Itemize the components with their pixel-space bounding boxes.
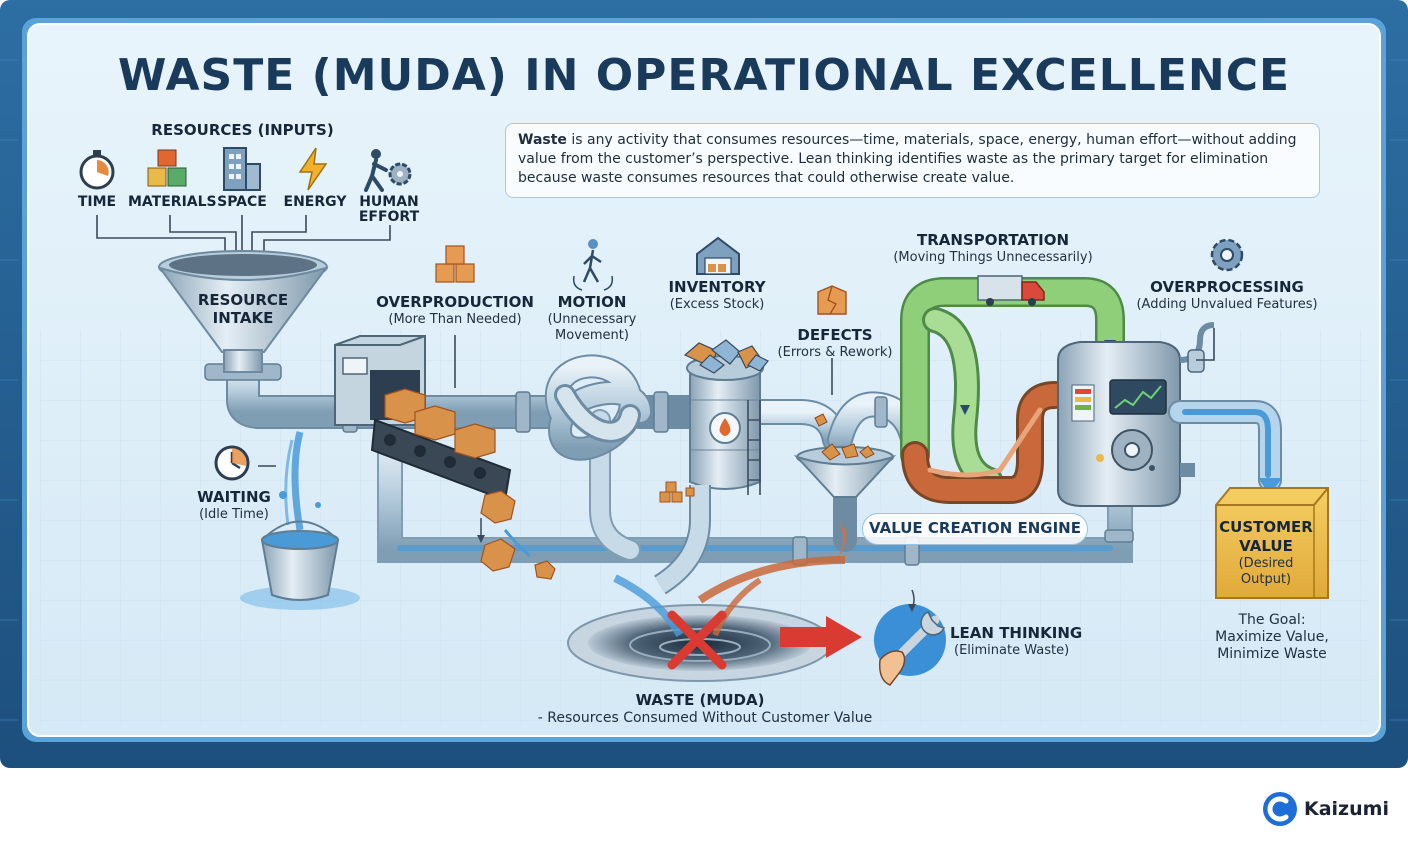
resource-label-energy: ENERGY — [283, 194, 347, 210]
brand-name: Kaizumi — [1304, 798, 1389, 820]
goal-line3: Minimize Waste — [1217, 646, 1327, 662]
waste-definition: Waste is any activity that consumes reso… — [505, 123, 1320, 198]
stopwatch-icon — [79, 150, 115, 190]
wrench-hand-icon — [874, 589, 946, 686]
defects-funnel — [697, 413, 920, 604]
waste-transportation-desc: (Moving Things Unnecessarily) — [893, 250, 1093, 265]
waste-overproduction-name: OVERPRODUCTION — [376, 293, 534, 311]
resources-heading: RESOURCES (INPUTS) — [151, 121, 334, 139]
resource-label-effort: EFFORT — [358, 209, 420, 225]
goal-line1: The Goal: — [1238, 612, 1306, 628]
building-icon — [223, 147, 261, 191]
customer-value-line1: CUSTOMER — [1219, 518, 1313, 536]
tangled-pipe-knot — [545, 354, 652, 461]
lean-thinking-desc: (Eliminate Waste) — [954, 643, 1070, 658]
clock-icon — [214, 445, 276, 481]
waste-inventory-name: INVENTORY — [668, 278, 766, 296]
waste-overprocessing-name: OVERPROCESSING — [1150, 278, 1304, 296]
waste-inventory-desc: (Excess Stock) — [669, 297, 765, 312]
spilling-bucket — [240, 431, 360, 610]
page-title: WASTE (MUDA) IN OPERATIONAL EXCELLENCE — [117, 50, 1291, 101]
value-creation-engine — [1057, 322, 1215, 507]
customer-value-line3: (Desired — [1238, 556, 1294, 571]
waste-transportation-name: TRANSPORTATION — [917, 231, 1069, 249]
waste-overprocessing-desc: (Adding Unvalued Features) — [1136, 297, 1318, 312]
customer-value-line4: Output) — [1240, 572, 1292, 587]
truck-icon — [977, 275, 1045, 306]
inventory-tank — [653, 339, 769, 595]
definition-term: Waste — [518, 132, 567, 148]
waste-overproduction-desc: (More Than Needed) — [388, 312, 522, 327]
waste-waiting-name: WAITING — [197, 488, 271, 506]
cubes-icon — [147, 149, 187, 187]
waste-motion-desc-line1: (Unnecessary — [547, 312, 637, 327]
waste-muda-name: WASTE (MUDA) — [635, 691, 765, 709]
goal-line2: Maximize Value, — [1215, 629, 1329, 645]
gear-icon — [1210, 238, 1244, 272]
waste-waiting-desc: (Idle Time) — [199, 507, 269, 522]
waste-motion-desc-line2: Movement) — [555, 328, 629, 343]
waste-muda-desc: - Resources Consumed Without Customer Va… — [537, 710, 873, 726]
waste-motion-name: MOTION — [557, 293, 627, 311]
brand-logo: Kaizumi — [1262, 790, 1389, 828]
conveyor-machine — [334, 335, 556, 580]
definition-text: is any activity that consumes resources—… — [518, 132, 1297, 186]
red-arrow-icon — [780, 616, 862, 658]
resource-intake-funnel — [157, 250, 329, 373]
kaizumi-logo-icon — [1263, 792, 1297, 826]
broken-box-icon — [817, 285, 847, 315]
resource-label-time: TIME — [77, 194, 117, 210]
resource-label-human: HUMAN — [359, 194, 419, 210]
customer-value-line2: VALUE — [1239, 537, 1293, 555]
diagram-illustration — [0, 0, 1408, 768]
funnel-label-line1: RESOURCE — [197, 291, 289, 309]
funnel-label-line2: INTAKE — [212, 309, 274, 327]
customer-value-box — [1215, 487, 1329, 599]
lean-thinking-name: LEAN THINKING — [950, 624, 1083, 642]
resource-label-space: SPACE — [217, 194, 267, 210]
walking-person-icon — [572, 239, 614, 291]
red-x-icon — [667, 610, 727, 670]
worker-gear-icon — [364, 149, 412, 192]
warehouse-icon — [696, 236, 740, 275]
resource-label-materials: MATERIALS — [128, 194, 217, 210]
waste-defects-desc: (Errors & Rework) — [777, 345, 893, 360]
lightning-icon — [298, 147, 328, 191]
value-creation-engine-label: VALUE CREATION ENGINE — [862, 513, 1088, 545]
boxes-icon — [435, 245, 475, 283]
waste-defects-name: DEFECTS — [797, 326, 873, 344]
